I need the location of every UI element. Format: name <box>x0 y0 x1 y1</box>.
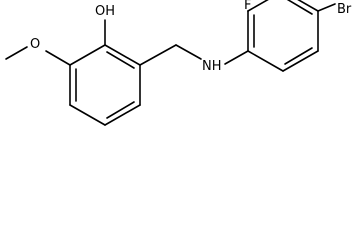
bond-c1-c2 <box>104 44 141 66</box>
fluorine-label: F <box>244 0 251 13</box>
bond-ch2-n <box>175 44 202 60</box>
bond-r6-r5 <box>282 50 319 72</box>
bond-c4-c5 <box>69 104 106 126</box>
bond-n-ring <box>224 50 249 65</box>
amine-label: NH <box>202 59 222 74</box>
chemical-structure: OH O NH F Br <box>5 0 352 126</box>
double-bond-r6-r5 <box>284 47 313 65</box>
double-bond-r4-r3 <box>286 0 313 15</box>
phenol-ring <box>69 44 141 126</box>
hydroxyl-label: OH <box>95 4 115 19</box>
bond-c6-c1 <box>69 44 106 66</box>
bond-r1-r6 <box>247 50 284 72</box>
aryl-ring <box>247 0 319 72</box>
bond-c3-c4 <box>104 104 141 126</box>
methoxy-oxygen-label: O <box>30 37 40 52</box>
double-bond-c3-c4 <box>106 101 135 119</box>
bromine-label: Br <box>337 2 352 17</box>
bond-ring-br <box>317 3 336 12</box>
bond-r2-r3 <box>247 0 269 12</box>
bond-r4-r3 <box>297 0 319 12</box>
bond-o-methyl <box>5 46 28 60</box>
double-bond-c1-c2 <box>106 51 135 69</box>
bond-c2-ch2 <box>139 44 177 66</box>
bond-c6-o <box>45 50 71 66</box>
